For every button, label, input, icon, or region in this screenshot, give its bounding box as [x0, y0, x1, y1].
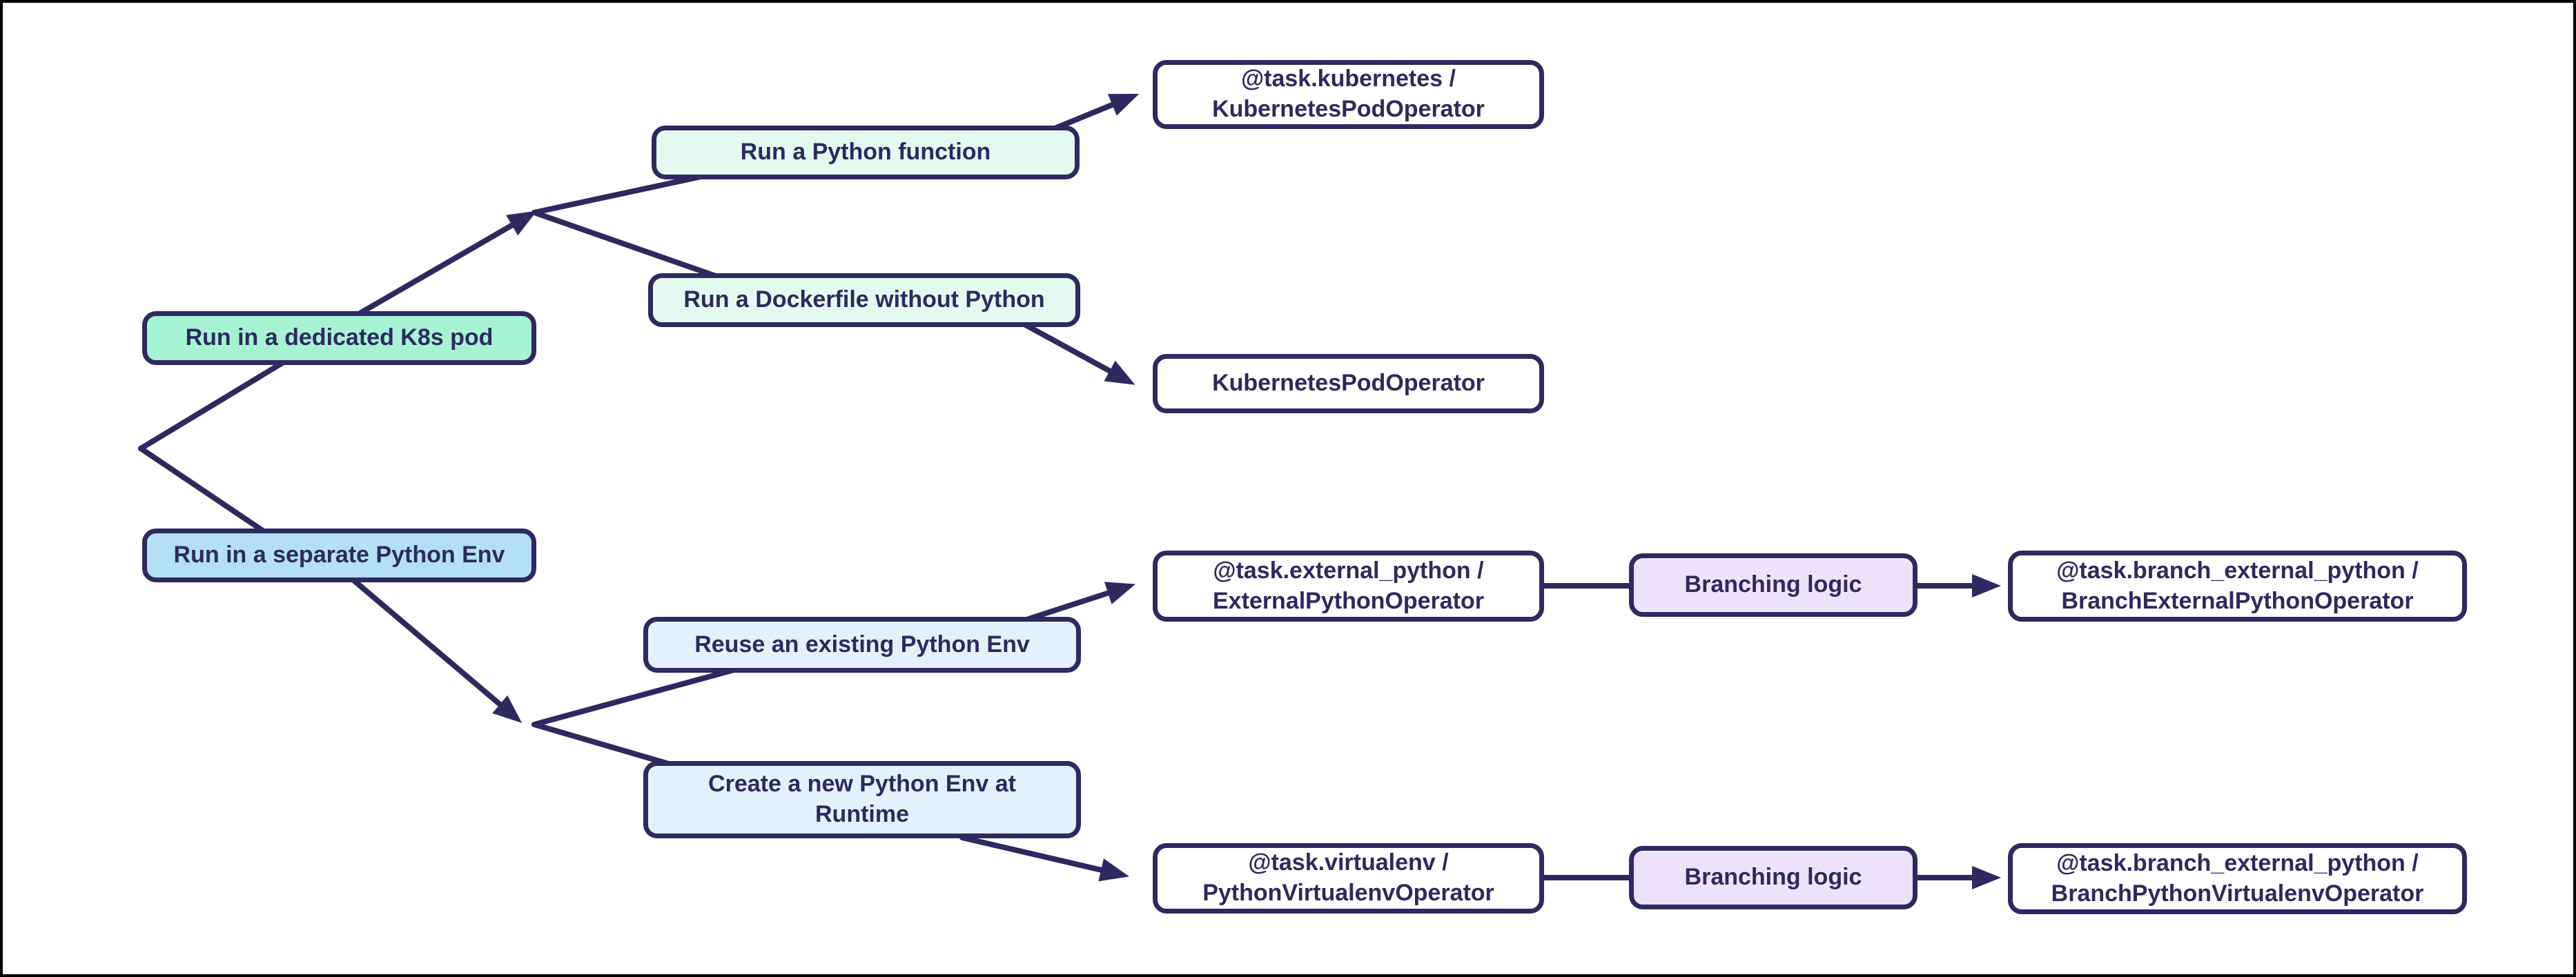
node-branch-external-python-operator: @task.branch_external_python / BranchExt… — [2008, 551, 2467, 622]
node-run-dedicated-k8s-pod: Run in a dedicated K8s pod — [142, 311, 536, 365]
connector-python-env-to-fan — [345, 573, 523, 723]
node-label: KubernetesPodOperator — [1212, 96, 1485, 122]
node-label: ExternalPythonOperator — [1213, 587, 1484, 614]
node-task-kubernetes: @task.kubernetes / KubernetesPodOperator — [1153, 60, 1544, 129]
connector-fan-to-dockerfile — [531, 210, 716, 278]
connector-root-to-python-env — [138, 446, 275, 540]
connector-fan-to-create-env — [531, 722, 679, 769]
node-label: @task.virtualenv / — [1248, 849, 1449, 876]
node-label: @task.branch_external_python / — [2056, 849, 2419, 876]
node-label: Branching logic — [1684, 571, 1862, 598]
node-label: @task.branch_external_python / — [2056, 557, 2419, 584]
connector-root-to-k8s-pod — [138, 354, 295, 451]
node-label: Run a Dockerfile without Python — [683, 286, 1045, 313]
connector-fan-to-reuse-env — [531, 665, 744, 727]
node-branching-logic-bottom: Branching logic — [1629, 846, 1918, 909]
node-label: @task.external_python / — [1213, 557, 1484, 584]
node-label: Run a Python function — [740, 139, 991, 166]
node-run-dockerfile-without-python: Run a Dockerfile without Python — [648, 273, 1080, 327]
connector-layer — [138, 93, 2001, 889]
node-label: Branching logic — [1684, 864, 1862, 891]
node-task-external-python: @task.external_python / ExternalPythonOp… — [1153, 551, 1544, 622]
node-run-separate-python-env: Run in a separate Python Env — [142, 529, 536, 582]
node-create-new-python-env: Create a new Python Env at Runtime — [643, 761, 1081, 838]
node-branch-python-virtualenv-operator: @task.branch_external_python / BranchPyt… — [2008, 843, 2467, 914]
node-label: BranchExternalPythonOperator — [2061, 587, 2414, 614]
connector-create-env-to-virtualenv — [959, 835, 1130, 882]
node-reuse-existing-python-env: Reuse an existing Python Env — [643, 617, 1081, 673]
node-label: Reuse an existing Python Env — [694, 631, 1030, 658]
node-branching-logic-top: Branching logic — [1629, 553, 1918, 617]
node-label: Create a new Python Env at — [708, 771, 1016, 798]
node-label: PythonVirtualenvOperator — [1202, 880, 1494, 906]
node-label: Runtime — [815, 801, 909, 827]
node-label: Run in a separate Python Env — [173, 542, 505, 569]
node-label: Run in a dedicated K8s pod — [185, 324, 494, 351]
node-label: KubernetesPodOperator — [1212, 370, 1485, 397]
node-run-python-function: Run a Python function — [652, 126, 1080, 179]
node-label: BranchPythonVirtualenvOperator — [2051, 880, 2424, 907]
connector-reuse-env-to-external-python — [1022, 582, 1136, 623]
node-kubernetespodoperator: KubernetesPodOperator — [1153, 354, 1544, 413]
connector-fan-to-python-function — [531, 171, 716, 215]
connector-k8s-pod-to-fan — [345, 210, 538, 323]
node-label: @task.kubernetes / — [1241, 66, 1456, 92]
node-task-virtualenv: @task.virtualenv / PythonVirtualenvOpera… — [1153, 843, 1544, 914]
